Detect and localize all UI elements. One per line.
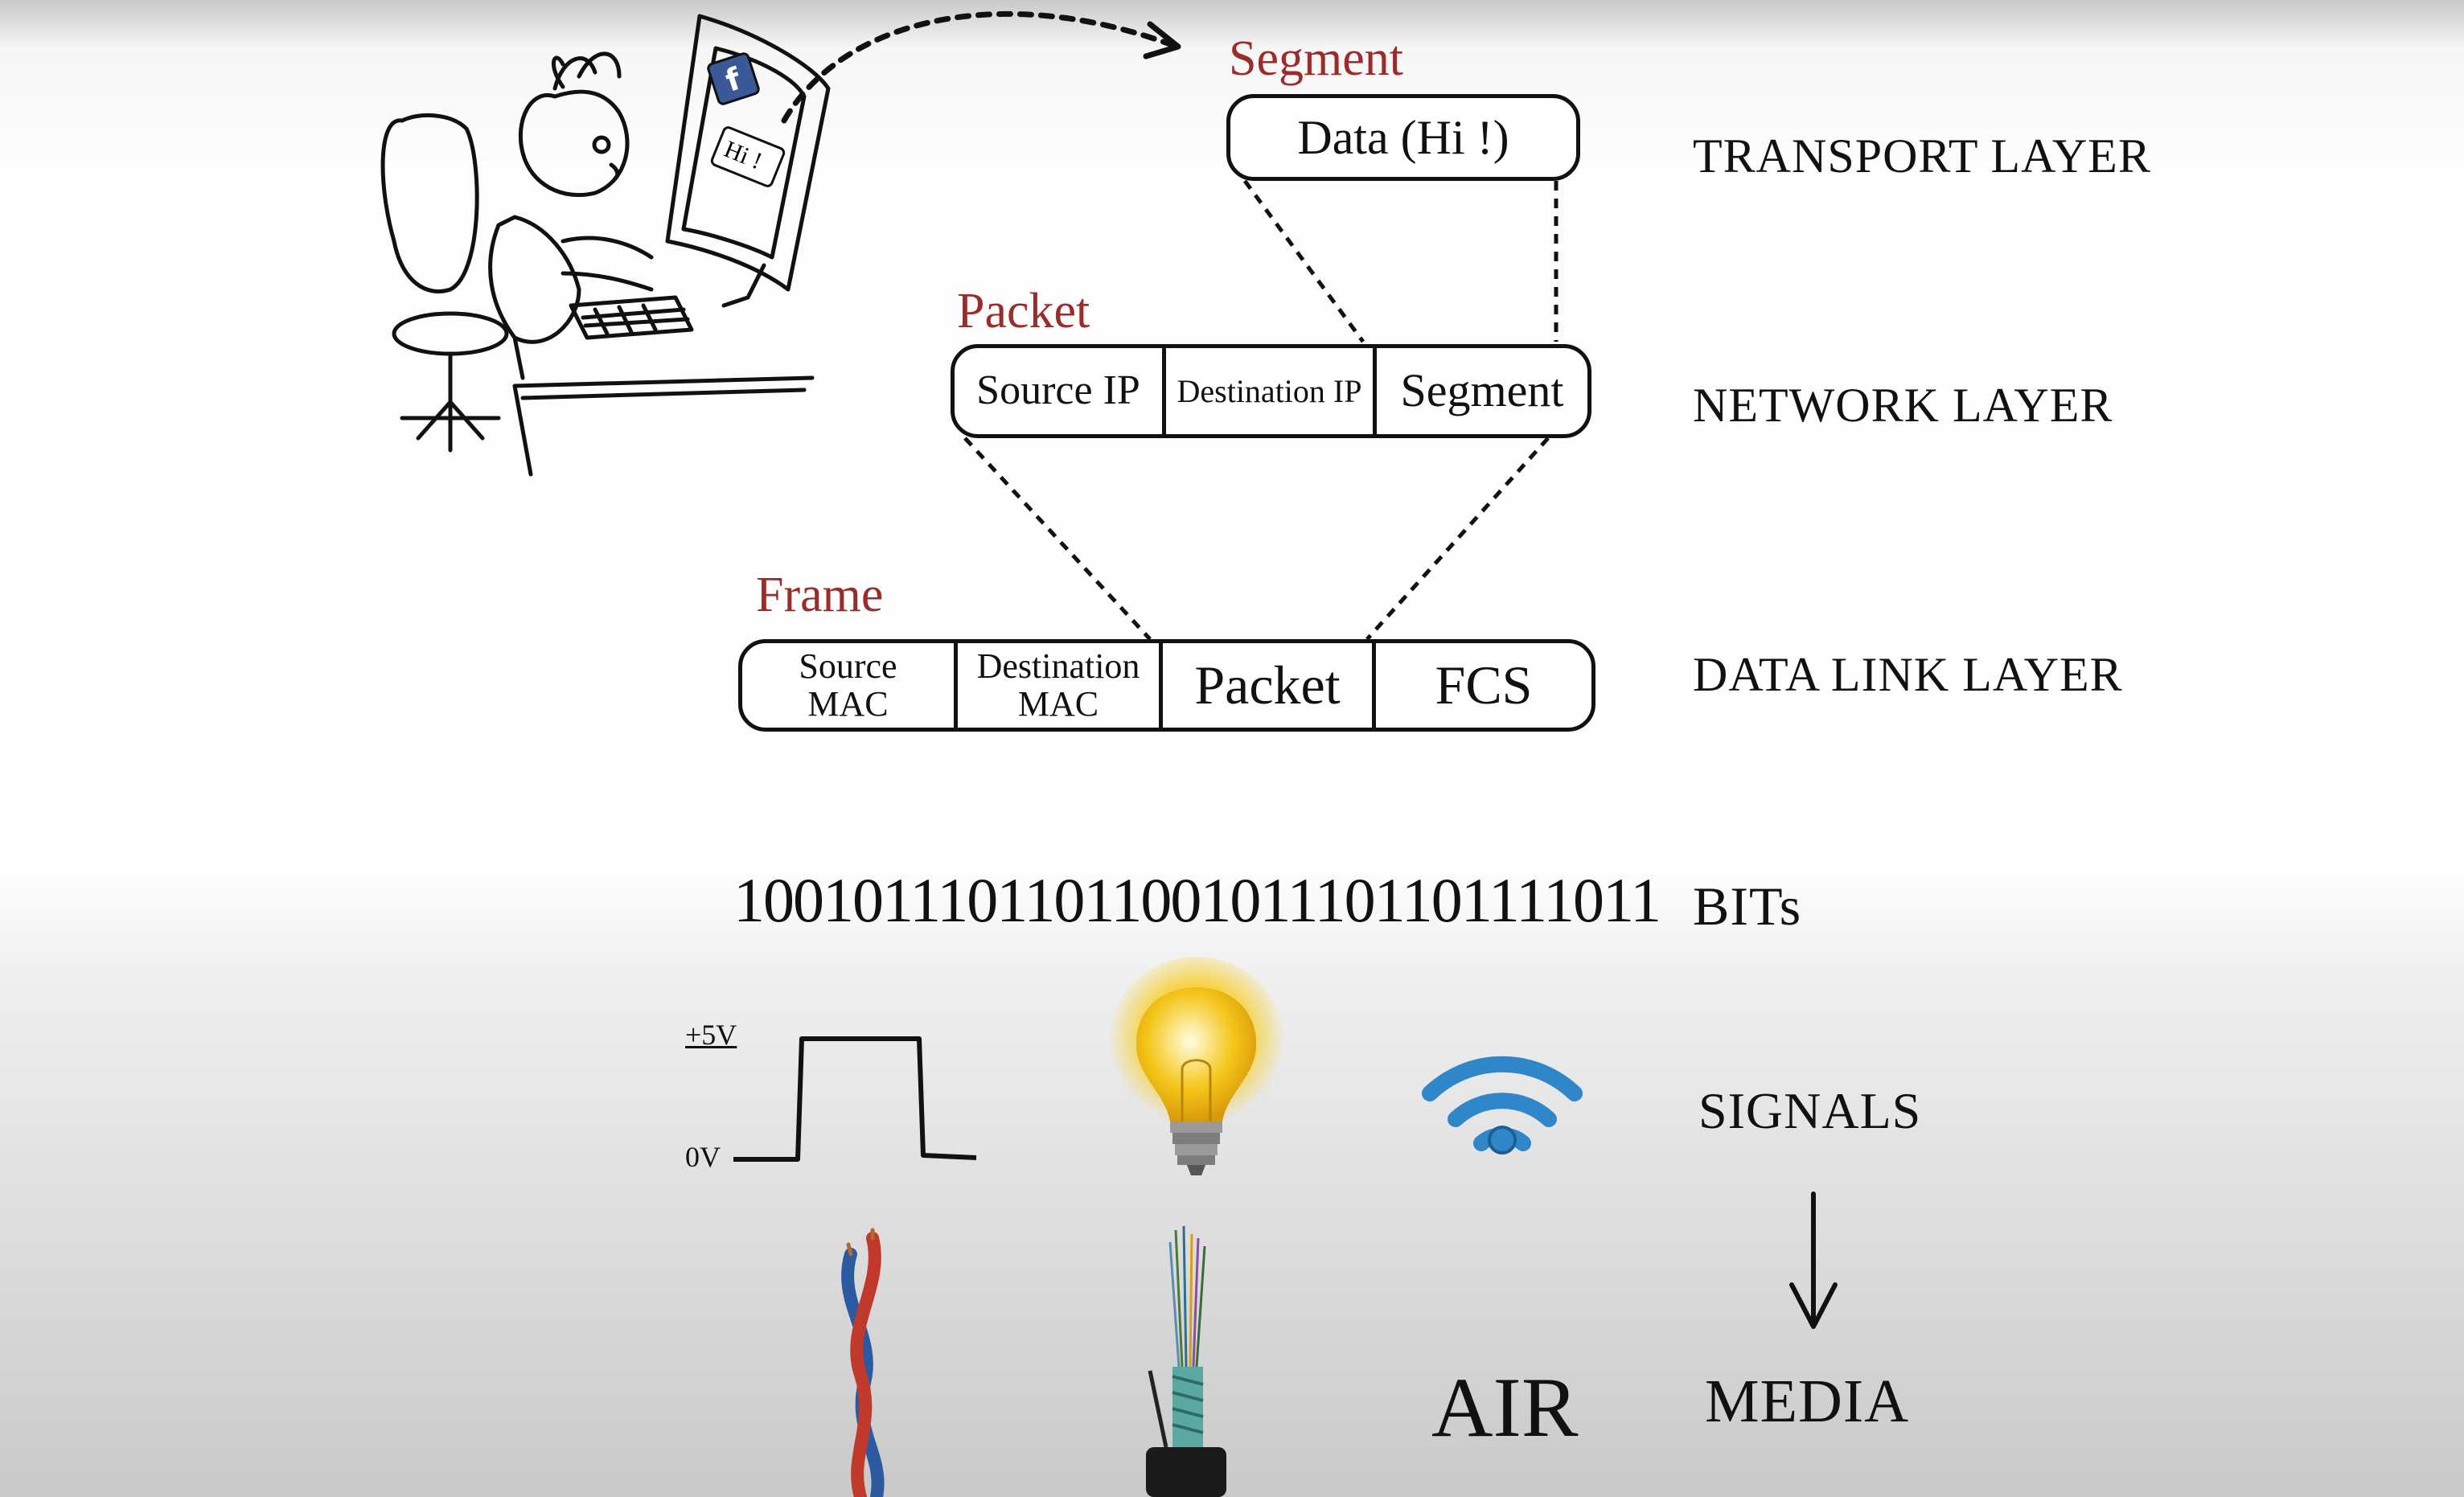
send-arrow	[781, 10, 1173, 124]
segment-data-cell: Data (Hi !)	[1297, 110, 1509, 164]
air-media-label: AIR	[1431, 1360, 1579, 1454]
segment-box: Data (Hi !)	[1226, 94, 1580, 181]
frame-label: Frame	[756, 568, 884, 622]
source-mac-cell: Source MAC	[799, 646, 897, 724]
frame-box: Source MAC Destination MAC Packet FCS	[738, 639, 1595, 732]
bit-string: 10010111011011001011101101111011	[733, 865, 1661, 935]
packet-label: Packet	[957, 284, 1090, 338]
data-link-layer-label: DATA LINK LAYER	[1693, 648, 2123, 701]
fcs-cell: FCS	[1372, 643, 1591, 728]
segment-label: Segment	[1229, 31, 1403, 86]
signals-layer-label: SIGNALS	[1698, 1082, 1922, 1139]
bits-layer-label: BITs	[1693, 876, 1802, 937]
frame-packet-cell: Packet	[1159, 643, 1372, 728]
source-ip-cell: Source IP	[976, 367, 1140, 414]
message-bubble: Hi !	[710, 126, 786, 187]
transport-layer-label: TRANSPORT LAYER	[1693, 129, 2151, 183]
packet-segment-cell: Segment	[1373, 348, 1587, 434]
facebook-icon: f	[707, 52, 760, 105]
media-layer-label: MEDIA	[1705, 1368, 1910, 1435]
packet-box: Source IP Destination IP Segment	[951, 344, 1591, 438]
high-voltage-label: +5V	[685, 1019, 737, 1051]
arrow-head-icon	[1143, 21, 1181, 59]
destination-ip-cell: Destination IP	[1162, 348, 1373, 434]
destination-mac-cell: Destination MAC	[954, 643, 1159, 728]
network-layer-label: NETWORK LAYER	[1693, 379, 2113, 432]
low-voltage-label: 0V	[685, 1141, 721, 1173]
